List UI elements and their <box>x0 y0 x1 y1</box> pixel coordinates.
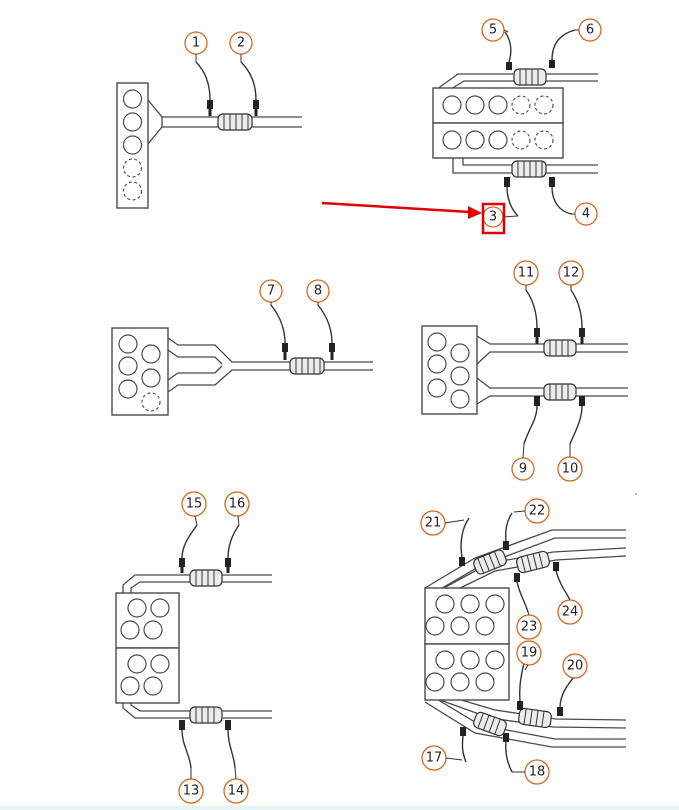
footer-strip <box>0 806 679 810</box>
catalytic-converter <box>513 68 547 86</box>
svg-text:10: 10 <box>562 462 579 477</box>
catalytic-converter <box>516 550 550 574</box>
catalytic-converter <box>217 113 253 131</box>
catalytic-converter <box>543 339 577 357</box>
svg-text:22: 22 <box>529 504 546 519</box>
layout-v-engine-split-pipes <box>115 524 272 769</box>
callout-20: 20 <box>562 653 588 679</box>
catalytic-converter <box>189 569 223 587</box>
callout-labels: 1 2 3 4 5 6 7 <box>178 18 602 804</box>
catalytic-converter <box>518 707 552 729</box>
svg-text:3: 3 <box>489 210 497 225</box>
callout-17: 17 <box>421 745 463 771</box>
svg-text:8: 8 <box>314 284 322 299</box>
svg-text:15: 15 <box>186 497 203 512</box>
svg-text:1: 1 <box>192 36 200 51</box>
callout-11: 11 <box>513 260 539 291</box>
svg-text:7: 7 <box>267 284 275 299</box>
highlight-box <box>481 202 506 235</box>
callout-14: 14 <box>223 767 249 804</box>
svg-text:24: 24 <box>562 605 579 620</box>
svg-text:18: 18 <box>529 765 546 780</box>
layout-v-engine-angled-pipes <box>424 512 627 773</box>
callout-13: 13 <box>178 768 204 804</box>
svg-text:20: 20 <box>567 659 584 674</box>
callout-4: 4 <box>572 202 598 226</box>
svg-text:9: 9 <box>519 462 527 477</box>
callout-7: 7 <box>259 279 283 306</box>
layout-v-engine-dual-pipe <box>432 29 598 217</box>
svg-text:5: 5 <box>489 23 497 38</box>
svg-text:16: 16 <box>229 497 246 512</box>
callout-18: 18 <box>512 759 550 785</box>
svg-text:6: 6 <box>586 23 594 38</box>
svg-text:11: 11 <box>518 266 535 281</box>
catalytic-converter <box>189 706 223 724</box>
svg-text:13: 13 <box>183 784 200 799</box>
callout-9: 9 <box>511 443 535 481</box>
catalytic-converter <box>473 549 507 575</box>
callout-10: 10 <box>557 444 583 482</box>
callout-16: 16 <box>224 491 250 526</box>
catalytic-converter <box>543 383 577 401</box>
speck <box>635 493 637 495</box>
svg-text:4: 4 <box>582 207 590 222</box>
catalytic-converter <box>289 357 325 375</box>
callout-15: 15 <box>181 491 207 526</box>
layout-inline-dual-pipe <box>421 289 628 445</box>
callout-2: 2 <box>229 31 253 62</box>
catalytic-converter <box>511 160 547 178</box>
svg-text:12: 12 <box>563 266 580 281</box>
layout-inline-single-pipe <box>116 61 302 209</box>
engine-bank-lower <box>115 647 180 704</box>
callout-3: 3 <box>481 202 519 235</box>
svg-text:23: 23 <box>521 620 538 635</box>
highlight-arrow <box>321 201 482 219</box>
catalytic-converter <box>473 711 507 737</box>
callout-6: 6 <box>575 18 602 42</box>
callout-5: 5 <box>481 18 509 42</box>
svg-text:14: 14 <box>228 784 245 799</box>
callout-21: 21 <box>420 510 465 536</box>
layout-inline-y-pipe <box>111 304 373 416</box>
callout-22: 22 <box>513 498 550 524</box>
callout-24: 24 <box>557 599 583 625</box>
svg-text:2: 2 <box>237 36 245 51</box>
callout-12: 12 <box>558 260 584 291</box>
svg-text:21: 21 <box>425 516 442 531</box>
callout-1: 1 <box>184 31 208 62</box>
engine-bank-upper <box>115 592 180 649</box>
callout-8: 8 <box>306 279 330 306</box>
svg-text:17: 17 <box>426 751 443 766</box>
callout-19: 19 <box>516 640 542 671</box>
callout-23: 23 <box>516 611 542 640</box>
svg-text:19: 19 <box>521 646 538 661</box>
